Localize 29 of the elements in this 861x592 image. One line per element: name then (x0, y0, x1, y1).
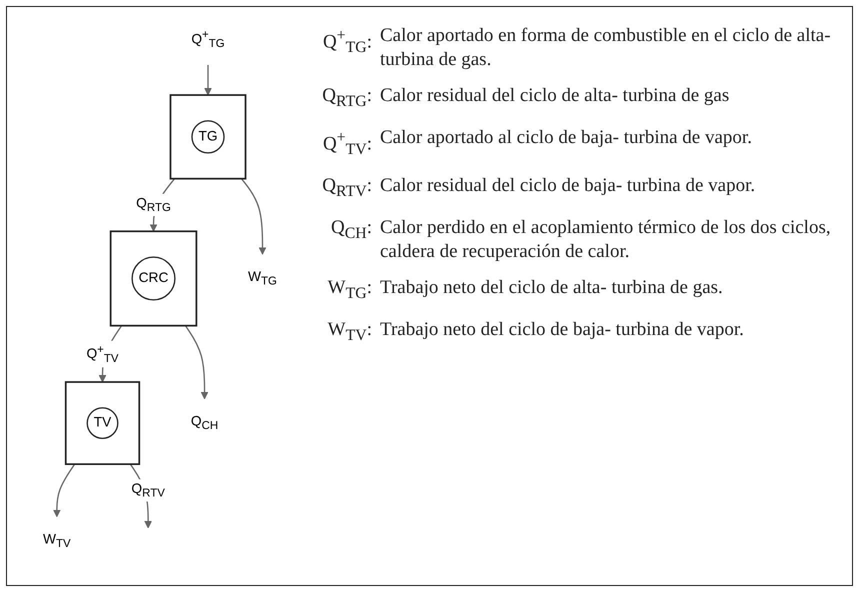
arrow (240, 178, 266, 255)
definition-text: Calor residual del ciclo de alta- turbina de gas (380, 84, 730, 108)
symbol-term: Q$_{CH}$: (330, 216, 373, 244)
arrow (53, 464, 76, 518)
symbol-term: Q$_{RTV}$: (321, 174, 373, 202)
definition-text: Calor residual del ciclo de baja- turbina de vapor. (380, 174, 756, 198)
node-text: W$_{TG}$ (248, 270, 277, 288)
cluster (110, 230, 198, 327)
cluster (64, 381, 140, 466)
definition-text: Trabajo neto del ciclo de baja- turbina de vapor. (380, 318, 745, 342)
node-circle (191, 120, 225, 154)
edge-label: Q$_{RTV}$ (131, 482, 165, 500)
edge-label: Q$_{RTG}$ (136, 196, 171, 214)
symbol-term: W$_{TG}$: (326, 276, 373, 304)
symbol-term: Q$_{RTG}$: (321, 84, 373, 112)
symbol-term: W$_{TV}$: (326, 318, 373, 346)
node-circle (86, 407, 118, 439)
definition-text: Calor aportado al ciclo de baja- turbina de vapor. (380, 126, 753, 150)
arrow (204, 64, 212, 96)
definition-text: Calor aportado en forma de combustible en el ciclo de alta- turbina de gas. (380, 24, 832, 72)
symbol-term: Q$^{+}$$_{TG}$: (322, 26, 373, 58)
node-text: Q$_{CH}$ (190, 414, 218, 432)
node-circle (132, 256, 176, 301)
cluster (170, 94, 246, 180)
symbol-term: Q$^{+}$$_{TV}$: (322, 128, 373, 160)
node-text: W$_{TV}$ (43, 532, 71, 550)
arrow (184, 325, 208, 400)
definition-text: Trabajo neto del ciclo de alta- turbina de gas. (380, 276, 724, 300)
definition-text: Calor perdido en el acoplamiento térmico de los dos ciclos, caldera de recuperación de calor. (380, 216, 832, 264)
